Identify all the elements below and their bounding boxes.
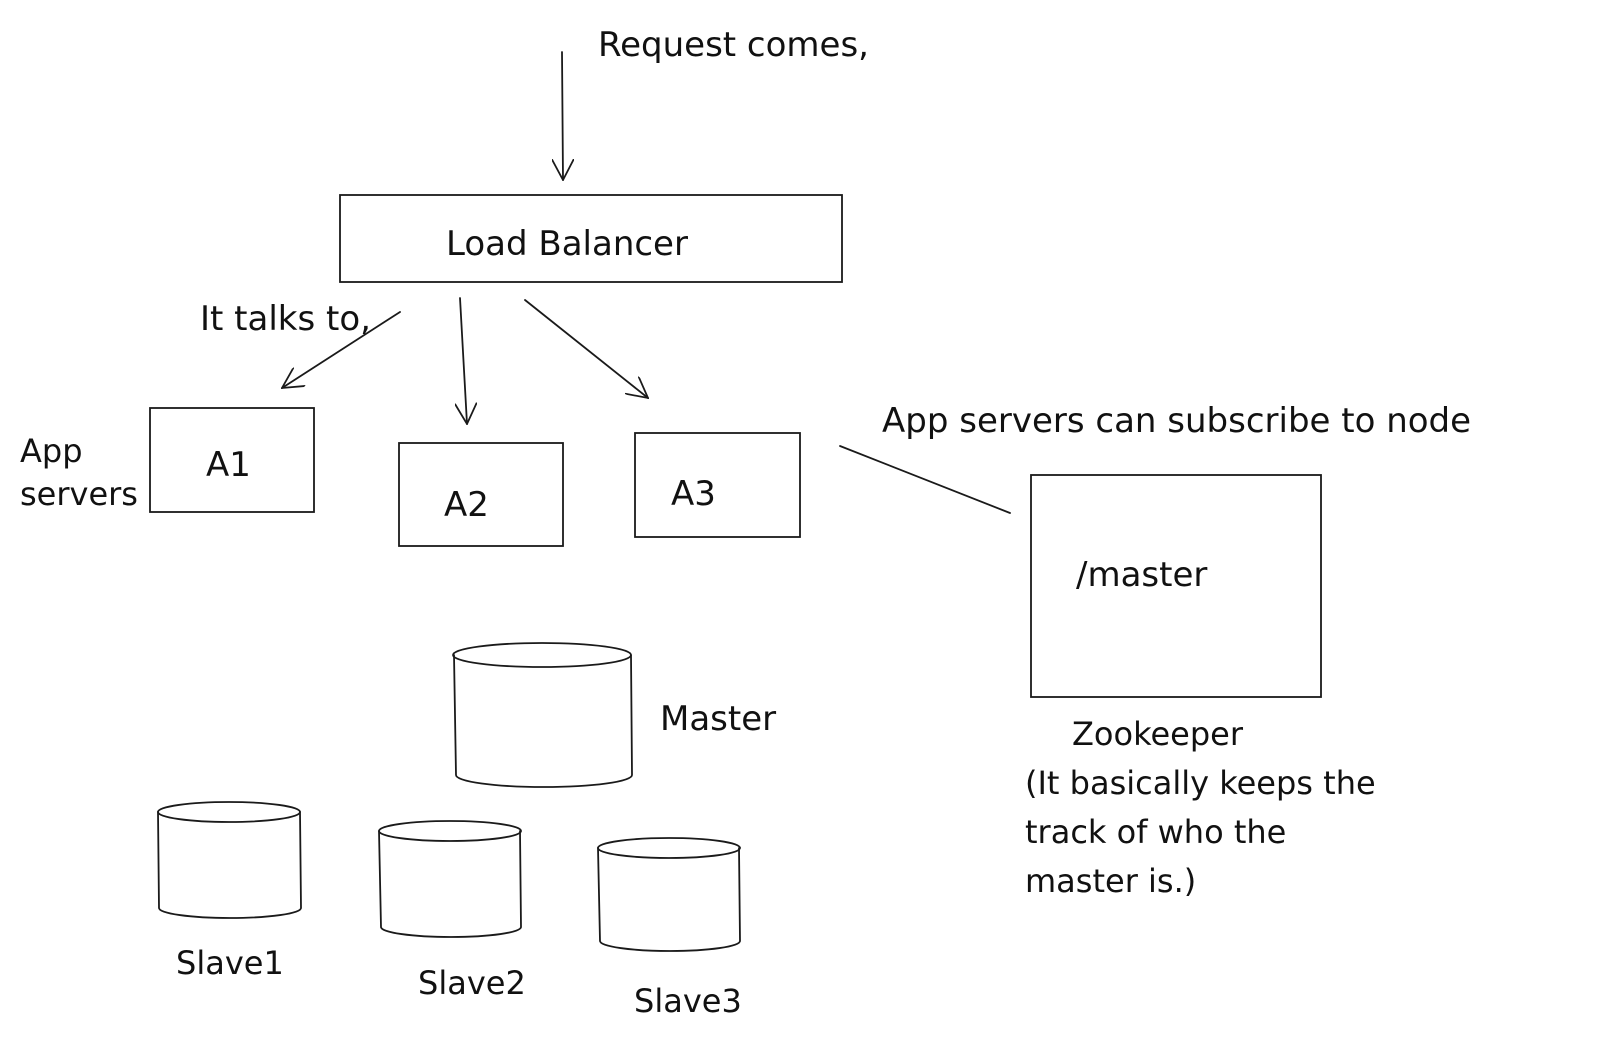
slave1-database-cylinder	[157, 811, 302, 919]
zookeeper-box	[1030, 474, 1322, 698]
slave1-database: Slave1	[157, 801, 302, 982]
app-server-a2-box	[398, 442, 564, 547]
arrow-lb-to-a2	[460, 297, 467, 424]
slave3-database-cylinder	[597, 847, 741, 952]
slave1-database-label: Slave1	[176, 944, 284, 982]
zookeeper-description-line2: track of who the	[1025, 813, 1286, 851]
app-server-a2: A2	[398, 442, 564, 547]
request-label: Request comes,	[598, 25, 869, 65]
app-server-a2-label: A2	[444, 485, 489, 525]
master-database: Master	[452, 642, 776, 788]
zookeeper-node-label: /master	[1076, 555, 1207, 595]
talks-to-label: It talks to,	[200, 299, 371, 339]
request-arrow	[562, 51, 563, 180]
app-server-a3-label: A3	[671, 474, 716, 514]
zookeeper: /master Zookeeper (It basically keeps th…	[1025, 474, 1376, 900]
master-database-cylinder	[453, 654, 633, 788]
zookeeper-title: Zookeeper	[1072, 715, 1244, 753]
slave2-database-top	[378, 820, 522, 842]
slave2-database-cylinder	[378, 830, 522, 938]
load-balancer-label: Load Balancer	[446, 224, 688, 264]
slave2-database-label: Slave2	[418, 964, 526, 1002]
master-database-label: Master	[660, 699, 776, 739]
app-servers-label-line2: servers	[20, 475, 138, 513]
master-database-top	[452, 642, 632, 668]
load-balancer-box	[339, 194, 843, 283]
arrow-lb-to-a1	[282, 311, 401, 388]
app-server-a1: A1	[149, 407, 315, 513]
subscribe-connector	[839, 445, 1011, 514]
app-server-a3: A3	[634, 432, 801, 538]
app-server-a3-box	[634, 432, 801, 538]
subscribe-label: App servers can subscribe to node	[882, 401, 1471, 441]
zookeeper-description-line3: master is.)	[1025, 862, 1196, 900]
zookeeper-description-line1: (It basically keeps the	[1025, 764, 1376, 802]
slave3-database-label: Slave3	[634, 982, 742, 1020]
arrow-lb-to-a3	[524, 299, 648, 398]
slave3-database: Slave3	[597, 837, 742, 1020]
app-server-a1-box	[149, 407, 315, 513]
load-balancer: Load Balancer	[339, 194, 843, 283]
app-server-a1-label: A1	[206, 445, 251, 485]
app-servers-label-line1: App	[20, 432, 83, 470]
slave1-database-top	[157, 801, 301, 823]
slave3-database-top	[597, 837, 741, 859]
slave2-database: Slave2	[378, 820, 526, 1002]
